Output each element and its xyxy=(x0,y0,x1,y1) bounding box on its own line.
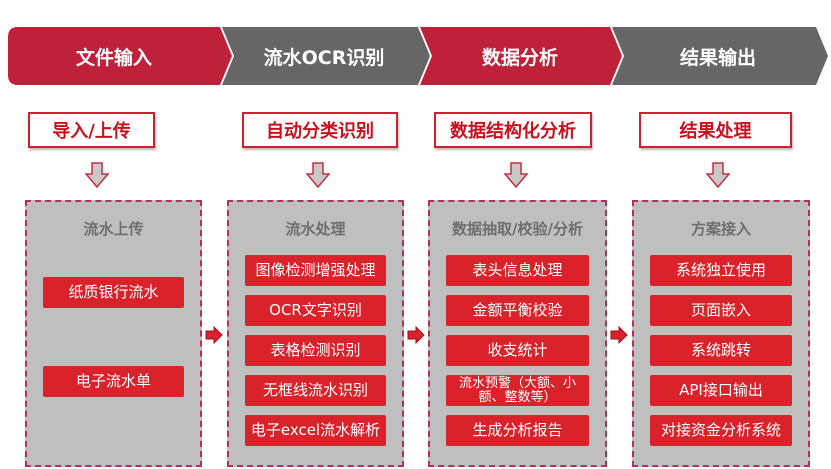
right-arrow-icon xyxy=(407,326,425,344)
stage-bg-4 xyxy=(612,27,828,85)
panel-title: 方案接入 xyxy=(690,220,751,238)
list-item: 表格检测识别 xyxy=(245,335,386,366)
banner-chevrons xyxy=(8,27,828,85)
header-structure: 数据结构化分析 xyxy=(434,112,592,148)
stage-analysis: 数据分析 xyxy=(481,46,558,69)
list-item: 流水预警（大额、小额、整数等） xyxy=(446,375,589,406)
list-item: 系统独立使用 xyxy=(650,255,792,286)
stage-bg-2 xyxy=(222,27,430,85)
list-item: 系统跳转 xyxy=(650,335,792,366)
down-arrow-icon xyxy=(705,162,731,188)
panel-upload: 流水上传 纸质银行流水 电子流水单 xyxy=(25,200,202,467)
item-paper-statement: 纸质银行流水 xyxy=(43,277,184,308)
list-item: 无框线流水识别 xyxy=(245,375,386,406)
right-arrow-icon xyxy=(610,326,628,344)
panel-integration: 方案接入 系统独立使用 页面嵌入 系统跳转 API接口输出 对接资金分析系统 xyxy=(632,200,810,467)
stage-bg-3 xyxy=(420,27,622,85)
list-item: 电子excel流水解析 xyxy=(245,415,386,446)
list-item: 对接资金分析系统 xyxy=(650,415,792,446)
panel-analysis: 数据抽取/校验/分析 表头信息处理 金额平衡校验 收支统计 流水预警（大额、小额… xyxy=(428,200,607,467)
panel-processing: 流水处理 图像检测增强处理 OCR文字识别 表格检测识别 无框线流水识别 电子e… xyxy=(227,200,404,467)
stage-output: 结果输出 xyxy=(679,46,756,69)
list-item: 表头信息处理 xyxy=(446,255,589,286)
stage-bg-1 xyxy=(8,27,232,85)
list-item: 金额平衡校验 xyxy=(446,295,589,326)
panel-title: 流水上传 xyxy=(83,220,144,238)
header-classify: 自动分类识别 xyxy=(242,112,398,148)
list-item: OCR文字识别 xyxy=(245,295,386,326)
list-item: 页面嵌入 xyxy=(650,295,792,326)
list-item: 收支统计 xyxy=(446,335,589,366)
down-arrow-icon xyxy=(84,162,110,188)
down-arrow-icon xyxy=(305,162,331,188)
header-import: 导入/上传 xyxy=(28,112,155,148)
down-arrow-icon xyxy=(503,162,529,188)
list-item: 图像检测增强处理 xyxy=(245,255,386,286)
stage-file-input: 文件输入 xyxy=(75,46,152,69)
panel-title: 数据抽取/校验/分析 xyxy=(452,220,583,238)
panel-title: 流水处理 xyxy=(285,220,346,238)
right-arrow-icon xyxy=(205,326,223,344)
process-banner: 文件输入 流水OCR识别 数据分析 结果输出 xyxy=(8,27,830,85)
header-result: 结果处理 xyxy=(639,112,792,148)
list-item: 生成分析报告 xyxy=(446,415,589,446)
stage-ocr: 流水OCR识别 xyxy=(263,46,385,69)
item-electronic-statement: 电子流水单 xyxy=(43,366,184,397)
list-item: API接口输出 xyxy=(650,375,792,406)
